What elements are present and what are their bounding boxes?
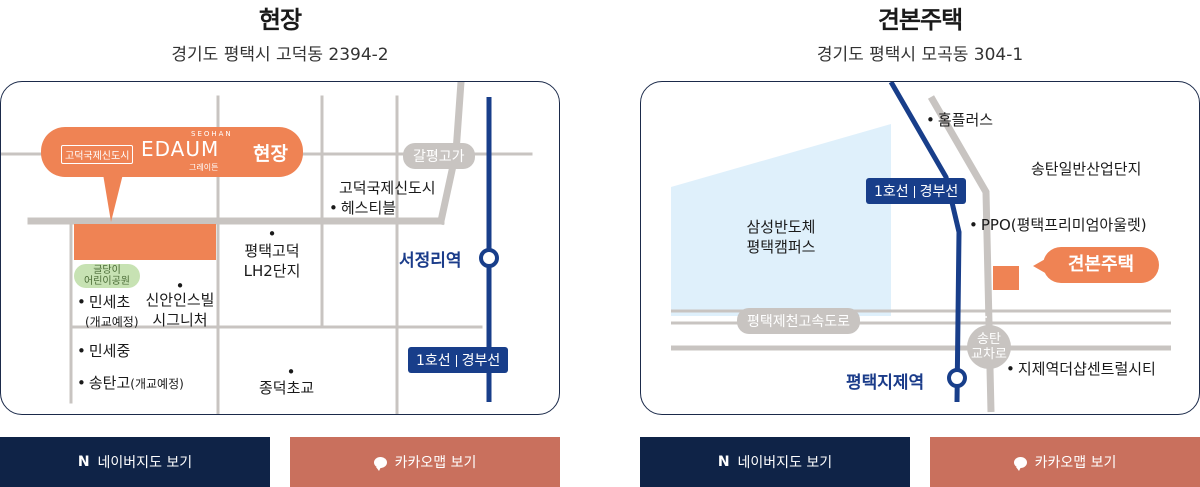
naver-icon: N [77,454,90,470]
label-songtan-go: 송탄고(개교예정) [77,374,184,393]
callout-tag: 고덕국제신도시 [61,145,134,164]
road-label-highway: 평택제천고속도로 [737,308,861,334]
label-sinan-2: 시그니처 [152,311,208,329]
brand-company: SEOHAN [191,130,233,138]
label-industrial: 송탄일반산업단지 [1031,160,1142,178]
samsung-campus-area [671,124,891,316]
station-marker [479,248,499,268]
label-sinan-dot: • [175,277,185,295]
label-minse-cho: 민세초 [77,293,130,311]
model-house-lot [993,266,1019,290]
model-house-callout: 견본주택 [1043,247,1159,283]
brand-sub: 그레이튼 [189,163,219,172]
model-house-address: 경기도 평택시 모곡동 304-1 [816,45,1024,65]
park-badge: 글당이 어린이공원 [74,264,140,288]
label-goduk-1: 고덕국제신도시 [339,179,436,197]
label-lh-2: LH2단지 [243,262,301,280]
label-sinan-1: 신안인스빌 [145,291,215,309]
label-jongdeok: 종덕초교 [259,379,315,397]
park-label-2: 어린이공원 [84,276,130,287]
site-callout: 고덕국제신도시 SEOHAN EDAUM 그레이튼 현장 [41,127,303,177]
road-label-galpyeong: 갈평고가 [403,143,475,169]
naver-icon: N [717,454,730,470]
label-ppo: PPO(평택프리미엄아울렛) [969,216,1147,234]
naver-button-label: 네이버지도 보기 [737,455,833,471]
brand-logo: EDAUM [141,137,220,161]
label-samsung-2: 평택캠퍼스 [746,238,816,256]
park-label-1: 글당이 [93,265,121,276]
callout-site: 현장 [253,143,288,165]
label-goduk-2: 헤스티블 [329,199,396,217]
label-jongdeok-dot: • [286,363,296,381]
site-title: 현장 [258,6,302,34]
kakao-button-label: 카카오맵 보기 [1034,455,1117,471]
label-minse-cho-note: (개교예정) [85,315,139,329]
label-minse-jung: 민세중 [77,342,130,360]
kakao-map-button[interactable]: 카카오맵 보기 [290,437,560,487]
naver-button-label: 네이버지도 보기 [97,455,193,471]
model-house-panel: 견본주택 경기도 평택시 모곡동 304-1 홈플러스 송탄일반산업단지 1호선… [640,0,1200,487]
station-label-jije: 평택지제역 [846,373,925,393]
site-lot [74,224,216,260]
kakao-map-button[interactable]: 카카오맵 보기 [930,437,1200,487]
naver-map-button[interactable]: N 네이버지도 보기 [0,437,270,487]
site-address: 경기도 평택시 고덕동 2394-2 [171,45,389,65]
station-label-seojeongri: 서정리역 [399,251,462,271]
speech-bubble-icon [373,456,387,471]
station-marker [947,368,967,388]
site-map[interactable]: 고덕국제신도시 SEOHAN EDAUM 그레이튼 현장 갈평고가 고덕국제신도… [0,81,560,415]
label-homeplus: 홈플러스 [926,111,993,129]
naver-map-button[interactable]: N 네이버지도 보기 [640,437,910,487]
label-jije-central: 지제역더샵센트럴시티 [1006,360,1156,378]
kakao-button-label: 카카오맵 보기 [394,455,477,471]
model-house-title: 견본주택 [877,6,963,34]
site-panel: 현장 경기도 평택시 고덕동 2394-2 [0,0,560,487]
speech-bubble-icon [1013,456,1027,471]
label-lh-dot: • [267,225,277,243]
label-lh-1: 평택고덕 [244,242,300,260]
label-samsung-1: 삼성반도체 [746,218,816,236]
